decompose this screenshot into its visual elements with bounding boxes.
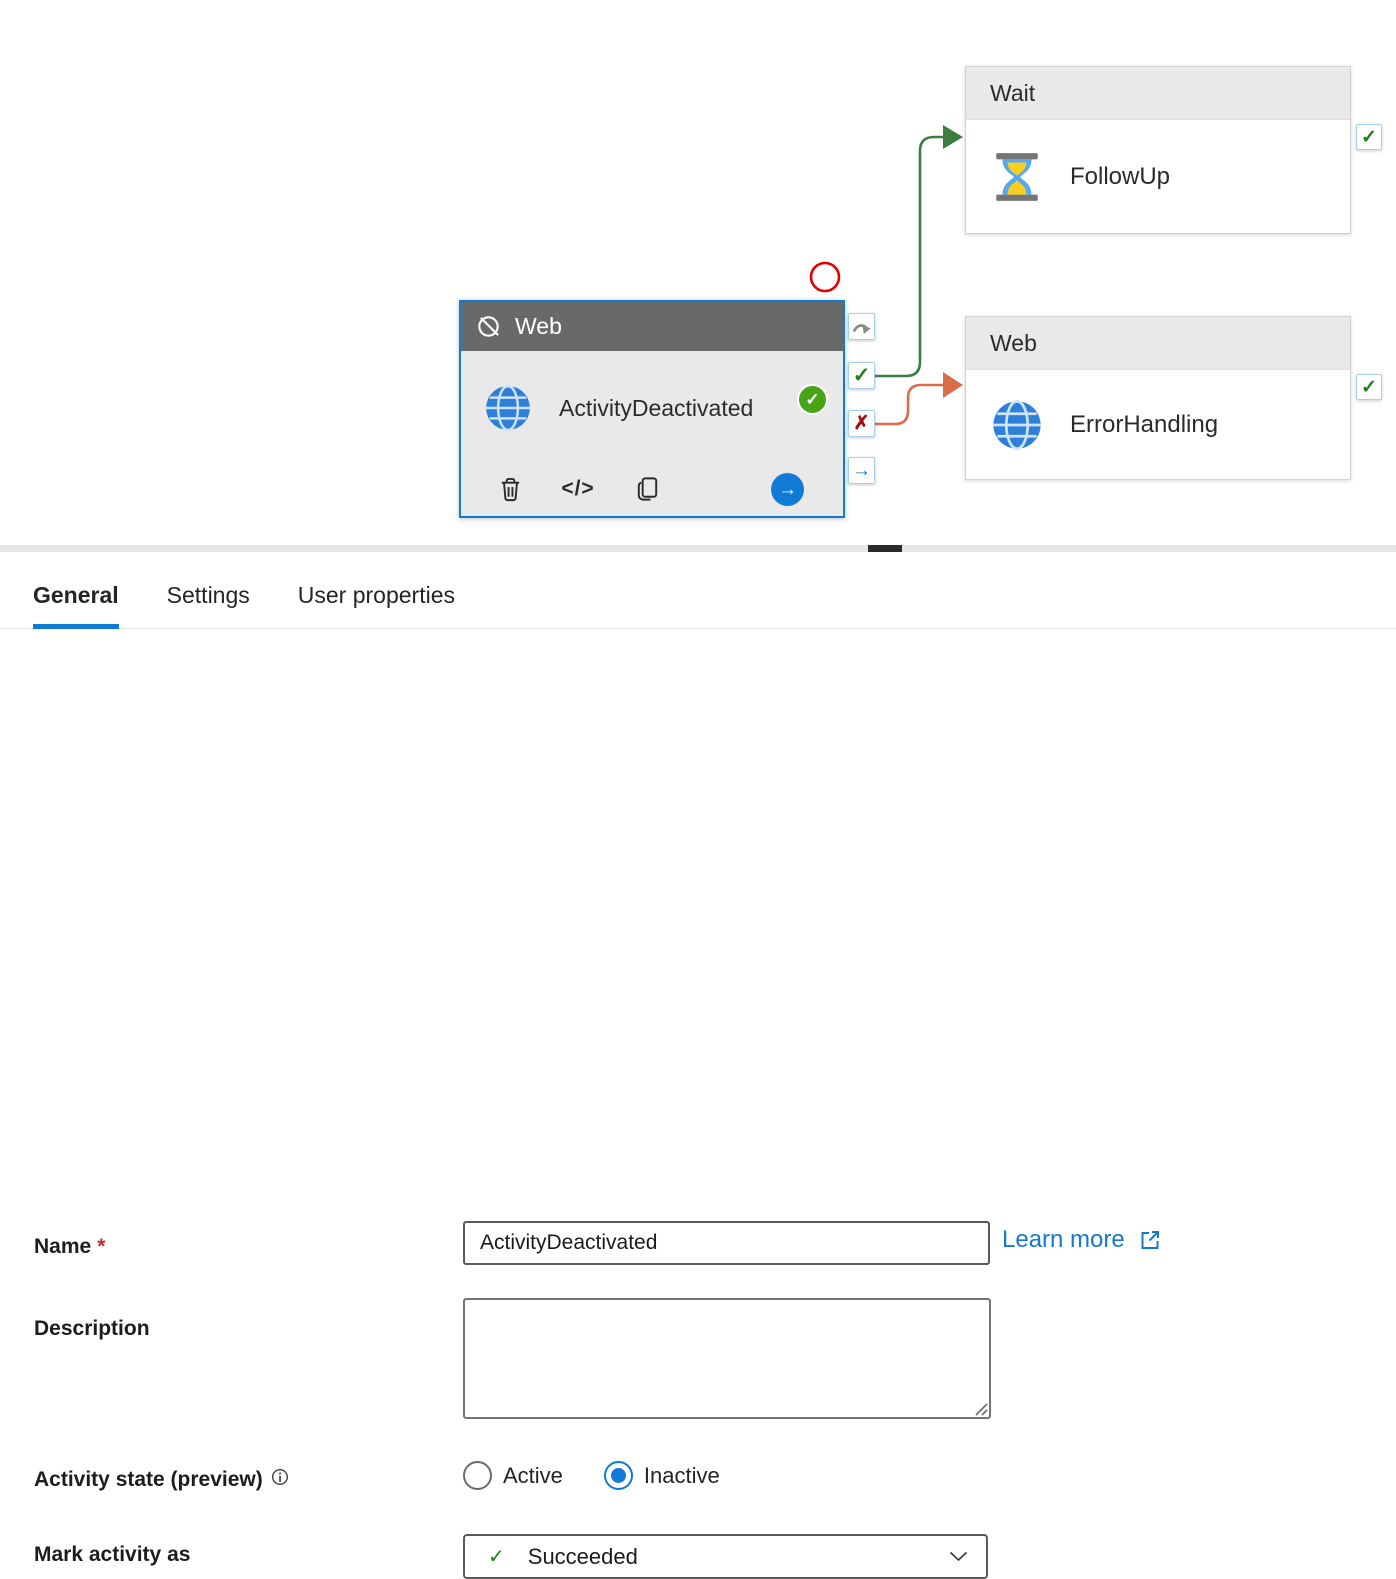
hourglass-icon [996,152,1038,201]
tab-settings[interactable]: Settings [166,582,250,608]
learn-more-link[interactable]: Learn more [1002,1226,1162,1254]
deactivated-slash-icon [478,316,499,337]
required-asterisk: * [97,1235,106,1258]
success-check-icon: ✓ [852,364,871,387]
splitter-grip-handle[interactable] [868,545,902,552]
clone-button[interactable] [631,473,663,505]
connector-layer [809,125,963,426]
delete-button[interactable] [494,473,526,505]
activity-toolbar: </> → [461,470,843,508]
activity-name: ActivityDeactivated [559,394,754,421]
activity-state-radio-group: Active Inactive [463,1461,761,1490]
check-icon: ✓ [1361,376,1377,398]
skip-port[interactable] [848,313,875,340]
failure-cross-icon: ✗ [853,413,870,434]
panel-tabs: General Settings User properties [0,552,1396,629]
radio-inactive-circle[interactable] [603,1461,633,1490]
success-port[interactable]: ✓ [848,362,875,389]
web-node-header[interactable]: Web [966,317,1350,370]
web-globe-icon [486,384,530,432]
completion-port[interactable]: → [848,457,875,484]
completion-arrow-icon: → [852,459,871,481]
code-icon: </> [561,477,595,500]
pipeline-canvas[interactable]: Web ActivityDeactivated ✓ [0,0,1396,545]
success-connector[interactable] [875,135,943,378]
chevron-down-icon [949,1551,968,1562]
wait-node-header[interactable]: Wait [966,67,1350,120]
activity-node-header[interactable]: Web [461,302,843,351]
radio-inactive[interactable]: Inactive [603,1461,720,1490]
web-activity-name: ErrorHandling [1070,410,1219,438]
activity-node-followup[interactable]: Wait FollowUp [965,66,1351,234]
web-globe-icon [993,399,1041,450]
activity-state-label: Activity state (preview) [34,1468,289,1492]
trash-icon [501,477,519,502]
followup-success-port[interactable]: ✓ [1356,124,1382,150]
web-type-label: Web [990,329,1037,356]
selection-circle [809,261,841,293]
mark-activity-as-dropdown[interactable]: ✓ Succeeded [463,1534,988,1579]
code-button[interactable]: </> [561,473,595,505]
success-connector-arrowhead [943,125,963,149]
properties-panel: General Settings User properties Name* L… [0,552,1396,1579]
name-input[interactable] [463,1221,990,1265]
add-connector-button[interactable]: → [771,473,804,506]
wait-activity-name: FollowUp [1070,162,1171,190]
activity-node-errorhandling[interactable]: Web ErrorHandling [965,316,1351,480]
succeeded-check-icon: ✓ [488,1546,505,1568]
failure-port[interactable]: ✗ [848,410,875,437]
info-icon[interactable] [271,1468,289,1486]
clone-icon [637,477,657,501]
tab-general[interactable]: General [33,582,119,629]
tab-user-properties[interactable]: User properties [297,582,455,608]
check-icon: ✓ [1361,126,1377,148]
arrow-right-icon: → [778,478,797,500]
badge-check-icon: ✓ [805,389,820,409]
wait-type-label: Wait [990,79,1036,106]
external-link-icon [1141,1231,1159,1249]
activity-node-main[interactable]: Web ActivityDeactivated ✓ [459,300,845,518]
radio-active-circle[interactable] [463,1461,492,1490]
description-label: Description [34,1317,150,1340]
mark-activity-as-label: Mark activity as [34,1543,191,1566]
radio-active[interactable]: Active [463,1461,563,1490]
panel-resize-splitter[interactable] [0,545,1396,552]
failure-connector-arrowhead [943,372,963,398]
description-textarea[interactable] [463,1298,991,1419]
dropdown-selected-value: Succeeded [527,1543,638,1569]
success-status-badge: ✓ [797,384,828,415]
errorhandling-success-port[interactable]: ✓ [1356,374,1382,400]
activity-type-label: Web [515,313,562,339]
skip-arrow-icon [852,323,871,334]
failure-connector[interactable] [875,383,943,426]
name-label: Name* [34,1235,106,1258]
